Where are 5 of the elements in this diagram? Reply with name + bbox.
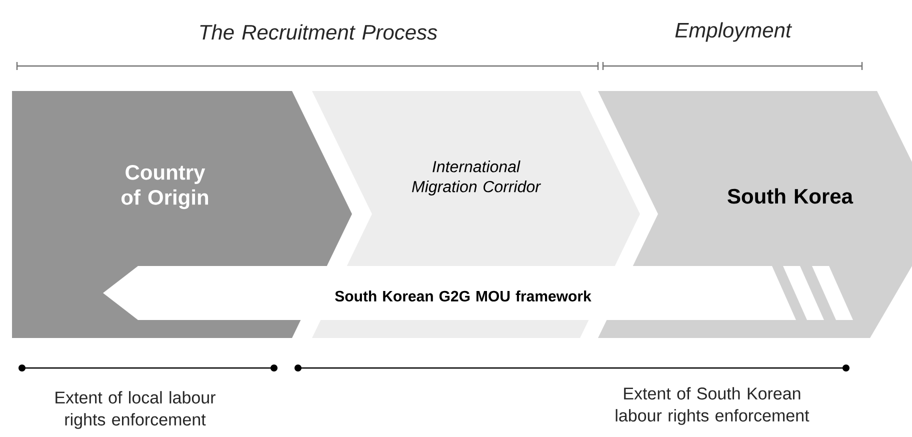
note-text: Extent of South Korean labour rights enforcement bbox=[616, 387, 810, 425]
heading: The Recruitment Process bbox=[200, 24, 438, 40]
note-text: Extent of local labour rights enforcement bbox=[56, 391, 216, 429]
heading: Employment bbox=[675, 22, 792, 42]
arrow-band: South Korean G2G MOU framework bbox=[103, 266, 853, 320]
